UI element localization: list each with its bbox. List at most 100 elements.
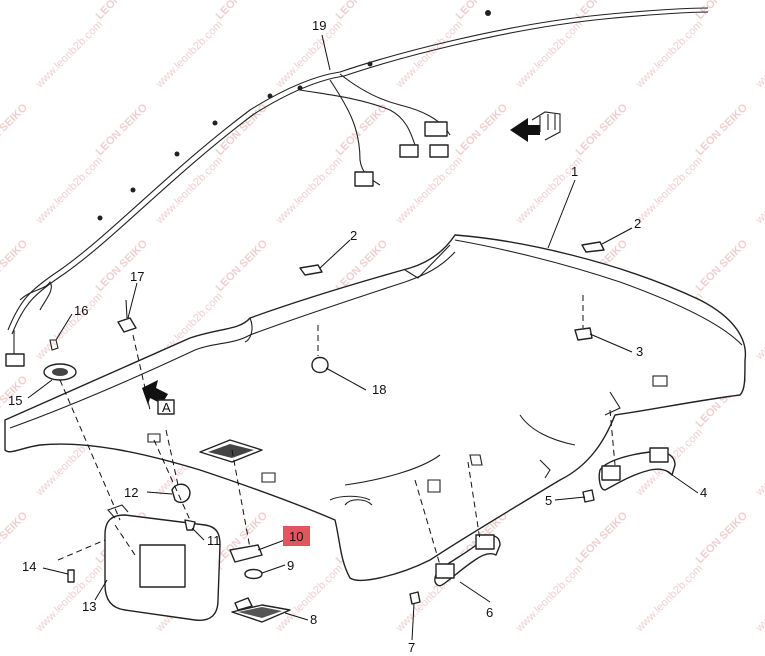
callout-13: 13	[82, 599, 96, 614]
harness-connector	[5, 353, 25, 367]
sun-visor	[104, 504, 221, 622]
watermark-tile: LEON SEIKO	[0, 509, 30, 566]
watermark-url: www.leonb2b.com	[33, 155, 105, 227]
view-arrow-right	[510, 111, 561, 142]
watermark-url: www.leonb2b.com	[633, 563, 705, 635]
watermark-url: www.leonb2b.com	[753, 427, 765, 499]
callout-12: 12	[124, 485, 138, 500]
watermark-tile: www.leonb2b.com	[753, 19, 765, 91]
watermark-url: www.leonb2b.com	[153, 155, 225, 227]
callout-16: 16	[74, 303, 88, 318]
watermark-tile: www.leonb2b.com	[753, 155, 765, 227]
harness-connector	[424, 121, 448, 137]
watermark-tile: LEON SEIKO	[694, 509, 751, 566]
callout-1: 1	[571, 164, 578, 179]
watermark-tile: LEON SEIKO	[214, 237, 271, 294]
watermark-brand: LEON SEIKO	[0, 237, 30, 294]
visor-pivot-bracket	[43, 339, 77, 381]
watermark-tile: LEON SEIKO	[0, 101, 30, 158]
visor-clip-16	[49, 339, 59, 351]
callout-9: 9	[287, 558, 294, 573]
watermark-tile: LEON SEIKO	[574, 509, 631, 566]
watermark-tile: www.leonb2b.com	[153, 155, 225, 227]
watermark-tile: www.leonb2b.com	[33, 155, 105, 227]
callout-14: 14	[22, 559, 36, 574]
watermark-tile: LEON SEIKO	[694, 101, 751, 158]
watermark-brand: LEON SEIKO	[694, 237, 751, 294]
push-pin-3	[574, 295, 593, 341]
watermark-tile: LEON SEIKO	[94, 237, 151, 294]
callout-3: 3	[636, 344, 643, 359]
callout-19: 19	[312, 18, 326, 33]
watermark-tile: www.leonb2b.com	[513, 19, 585, 91]
dome-lamp-bezel	[199, 439, 263, 463]
watermark-url: www.leonb2b.com	[393, 155, 465, 227]
watermark-brand: LEON SEIKO	[94, 0, 151, 22]
screw-14	[67, 569, 75, 583]
retainer-2	[299, 241, 605, 276]
watermark-brand: LEON SEIKO	[214, 237, 271, 294]
watermark-tile: www.leonb2b.com	[153, 19, 225, 91]
assist-handle-6	[434, 534, 501, 587]
watermark-brand: LEON SEIKO	[94, 237, 151, 294]
watermark-tile: LEON SEIKO	[694, 0, 751, 22]
watermark-brand: LEON SEIKO	[574, 101, 631, 158]
watermark-url: www.leonb2b.com	[753, 155, 765, 227]
watermark-url: www.leonb2b.com	[513, 19, 585, 91]
watermark-brand: LEON SEIKO	[334, 101, 391, 158]
watermark-brand: LEON SEIKO	[334, 0, 391, 22]
callout-17: 17	[130, 269, 144, 284]
callout-5: 5	[545, 493, 552, 508]
screw-11	[184, 519, 196, 531]
watermark-brand: LEON SEIKO	[0, 101, 30, 158]
headliner	[4, 234, 747, 581]
watermark-tile: LEON SEIKO	[334, 0, 391, 22]
clip-17	[117, 299, 137, 333]
vanity-mirror	[139, 544, 186, 588]
watermark-url: www.leonb2b.com	[633, 19, 705, 91]
watermark-tile: www.leonb2b.com	[33, 291, 105, 363]
watermark-url: www.leonb2b.com	[633, 155, 705, 227]
watermark-tile: www.leonb2b.com	[393, 19, 465, 91]
watermark-tile: www.leonb2b.com	[513, 563, 585, 635]
watermark-url: www.leonb2b.com	[33, 19, 105, 91]
watermark-url: www.leonb2b.com	[273, 155, 345, 227]
watermark-tile: LEON SEIKO	[694, 237, 751, 294]
harness-connector	[429, 144, 449, 158]
watermark-tile: www.leonb2b.com	[633, 155, 705, 227]
callout-10-highlight	[283, 526, 310, 546]
callout-8: 8	[310, 612, 317, 627]
push-pin-18	[311, 325, 329, 374]
watermark-tile: LEON SEIKO	[214, 0, 271, 22]
watermark-tile: LEON SEIKO	[0, 0, 30, 22]
callout-2a: 2	[634, 216, 641, 231]
watermark-tile: LEON SEIKO	[334, 101, 391, 158]
harness-connector	[399, 144, 419, 158]
watermark-tile: www.leonb2b.com	[753, 563, 765, 635]
callout-10: 10	[289, 529, 303, 544]
harness-connector	[354, 171, 374, 187]
watermark-brand: LEON SEIKO	[694, 0, 751, 22]
watermark-brand: LEON SEIKO	[0, 509, 30, 566]
watermark-tile: LEON SEIKO	[574, 101, 631, 158]
watermark-tile: www.leonb2b.com	[393, 155, 465, 227]
watermark-tile: LEON SEIKO	[454, 0, 511, 22]
watermark-brand: LEON SEIKO	[694, 509, 751, 566]
watermark-url: www.leonb2b.com	[153, 19, 225, 91]
watermark-url: www.leonb2b.com	[393, 19, 465, 91]
callout-15: 15	[8, 393, 22, 408]
screw-7	[409, 591, 421, 605]
view-arrow-label: A	[162, 400, 171, 415]
callout-2b: 2	[350, 228, 357, 243]
watermark-tile: www.leonb2b.com	[273, 155, 345, 227]
watermark-url: www.leonb2b.com	[753, 563, 765, 635]
watermark-tile: www.leonb2b.com	[753, 427, 765, 499]
watermark-tile: www.leonb2b.com	[753, 291, 765, 363]
watermark-url: www.leonb2b.com	[753, 19, 765, 91]
assist-handle-4	[598, 447, 676, 491]
watermark-brand: LEON SEIKO	[94, 101, 151, 158]
watermark-url: www.leonb2b.com	[753, 291, 765, 363]
watermark-tile: LEON SEIKO	[214, 101, 271, 158]
